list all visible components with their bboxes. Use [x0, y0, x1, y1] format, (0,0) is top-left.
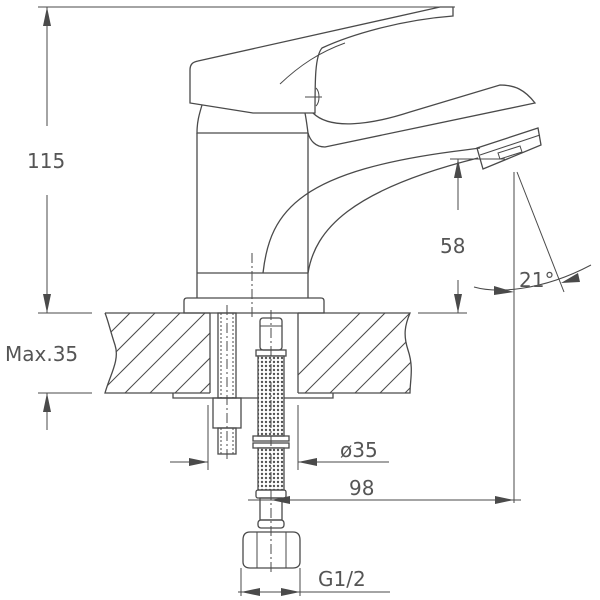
- mounting-stud: [212, 305, 242, 460]
- dim-label-diameter: ø35: [340, 438, 378, 462]
- dim-label-58: 58: [440, 234, 465, 258]
- arrow-left-icon: [241, 588, 260, 596]
- dimension-98: 98: [248, 476, 521, 504]
- arrow-right-icon: [281, 588, 300, 596]
- dim-label-115: 115: [27, 149, 65, 173]
- arrow-left-icon: [561, 273, 580, 283]
- dimension-max35: Max.35: [5, 312, 92, 430]
- arrow-up-icon: [43, 393, 51, 412]
- countertop-section: [104, 312, 412, 399]
- arrow-left-icon: [271, 496, 290, 504]
- dim-label-thread: G1/2: [318, 567, 366, 591]
- dim-label-98: 98: [349, 476, 374, 500]
- arrow-up-icon: [43, 7, 51, 26]
- dimension-thread: G1/2: [238, 567, 390, 596]
- arrow-right-icon: [189, 458, 208, 466]
- arrow-right-icon: [494, 286, 514, 295]
- dimension-115: 115: [27, 6, 455, 313]
- arrow-up-icon: [454, 159, 462, 178]
- arrow-left-icon: [298, 458, 317, 466]
- dim-label-21deg: 21°: [519, 268, 554, 292]
- dim-label-max35: Max.35: [5, 342, 78, 366]
- dimension-58: 58: [418, 158, 505, 314]
- dimension-hole-diameter: ø35: [170, 405, 389, 470]
- dimension-angle: 21°: [473, 171, 592, 503]
- arrow-right-icon: [495, 496, 514, 504]
- arrow-down-icon: [43, 294, 51, 313]
- arrow-down-icon: [454, 294, 462, 313]
- flexible-hose: [242, 310, 301, 575]
- faucet-body: [183, 6, 542, 320]
